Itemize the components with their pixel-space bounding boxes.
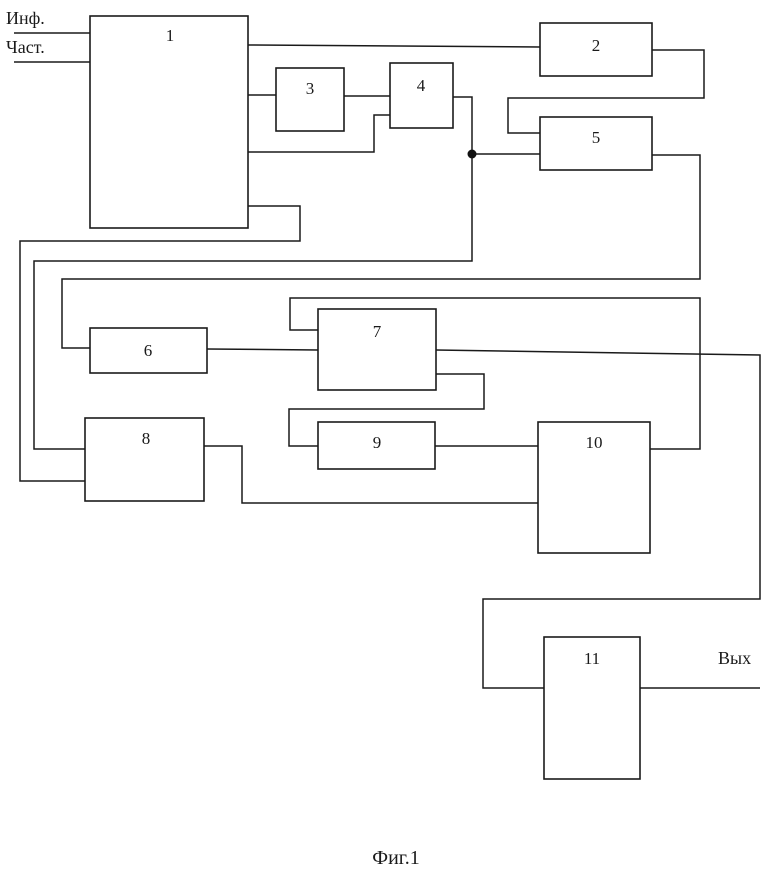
block-7-label: 7 bbox=[373, 322, 382, 341]
block-1 bbox=[90, 16, 248, 228]
input-freq-label: Част. bbox=[6, 37, 45, 57]
block-4-label: 4 bbox=[417, 76, 426, 95]
block-8-label: 8 bbox=[142, 429, 151, 448]
wire-4-out bbox=[453, 97, 472, 154]
block-1-label: 1 bbox=[166, 26, 175, 45]
figure-caption: Фиг.1 bbox=[372, 847, 419, 869]
wire-1-to-2 bbox=[248, 45, 540, 47]
wire-6-to-7 bbox=[207, 349, 318, 350]
block-5-label: 5 bbox=[592, 128, 601, 147]
block-2-label: 2 bbox=[592, 36, 601, 55]
block-10-label: 10 bbox=[586, 433, 603, 452]
block-11-label: 11 bbox=[584, 649, 600, 668]
output-label: Вых bbox=[718, 648, 751, 668]
block-6-label: 6 bbox=[144, 341, 153, 360]
input-info-label: Инф. bbox=[6, 8, 45, 28]
junction-point bbox=[468, 150, 477, 159]
block-4 bbox=[390, 63, 453, 128]
block-3 bbox=[276, 68, 344, 131]
block-3-label: 3 bbox=[306, 79, 315, 98]
block-9-label: 9 bbox=[373, 433, 382, 452]
